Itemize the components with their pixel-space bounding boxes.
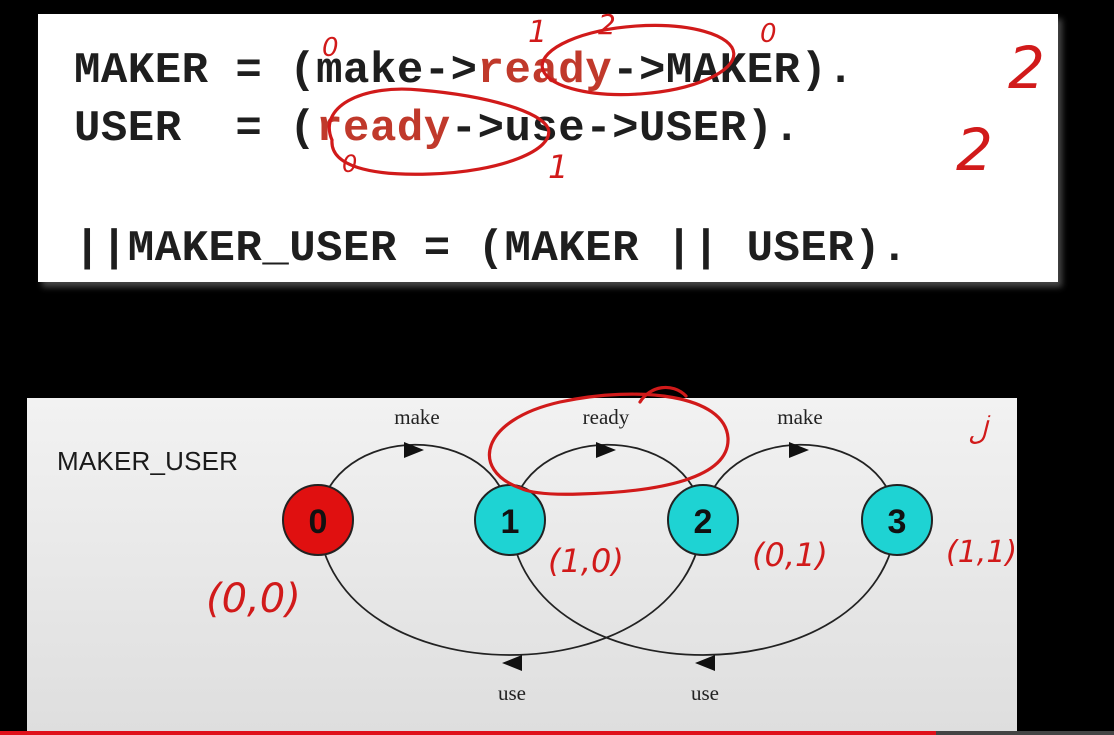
arc-3-to-1-use [509, 519, 898, 656]
mark-1-a: 1 [528, 15, 547, 50]
arc-2-to-0-use [317, 519, 704, 656]
lts-title: MAKER_USER [57, 446, 239, 476]
mark-0-c: 0 [342, 150, 357, 178]
maker-user-composition: ||MAKER_USER = (MAKER || USER). [74, 224, 909, 274]
user-state-count: 2 [956, 116, 993, 184]
state-0: 0 [282, 484, 354, 556]
label-ready-1-2: ready [583, 405, 630, 429]
mark-0-a: 0 [322, 33, 339, 63]
label-use-2-0: use [498, 681, 526, 705]
ready-circle-diagram [487, 392, 730, 496]
state-3-label: 3 [888, 503, 907, 541]
state-3-circle [861, 484, 933, 556]
pair-state-1: (1,0) [548, 542, 624, 580]
user-definition: USER = (ready->use->USER). [74, 104, 800, 154]
state-2-label: 2 [694, 503, 713, 541]
label-make-2-3: make [777, 405, 822, 429]
ready-circle-tail [638, 385, 688, 404]
user-def-suffix: ->use->USER). [450, 104, 801, 154]
fsp-code-panel: MAKER = (make->ready->MAKER). USER = (re… [38, 14, 1058, 282]
label-use-3-1: use [691, 681, 719, 705]
pair-state-0: (0,0) [206, 576, 301, 622]
arrowhead-use-2 [695, 655, 715, 671]
state-0-circle [282, 484, 354, 556]
arrowhead-use-1 [502, 655, 522, 671]
mark-1-b: 1 [548, 148, 568, 186]
mark-2-a: 2 [598, 8, 616, 41]
maker-def-prefix: MAKER = (make-> [74, 46, 478, 96]
state-1: 1 [474, 484, 546, 556]
code-annotations: 2 2 0 1 2 0 0 1 [322, 8, 1045, 186]
arc-1-to-2-ready [509, 443, 704, 521]
user-ready-action: ready [316, 104, 451, 154]
arrowhead-make-2 [789, 442, 809, 458]
corner-mark: ڶ [968, 415, 991, 447]
mark-0-b: 0 [760, 19, 777, 49]
state-2: 2 [667, 484, 739, 556]
state-0-label: 0 [309, 503, 328, 541]
arrowhead-make-1 [404, 442, 424, 458]
state-1-label: 1 [501, 503, 520, 541]
user-def-prefix: USER = ( [74, 104, 317, 154]
pair-state-2: (0,1) [752, 536, 828, 574]
arc-0-to-1-make [317, 443, 511, 521]
video-progress-fill [0, 731, 936, 735]
arc-2-to-3-make [702, 443, 898, 521]
state-3: 3 [861, 484, 933, 556]
video-progress-bar[interactable] [0, 731, 1114, 735]
label-make-0-1: make [394, 405, 439, 429]
maker-state-count: 2 [1008, 34, 1045, 102]
arrowhead-ready [596, 442, 616, 458]
ready-circle-line2 [327, 87, 551, 176]
state-2-circle [667, 484, 739, 556]
pair-state-3: (1,1) [946, 535, 1017, 570]
ready-circle-line1 [540, 23, 736, 97]
